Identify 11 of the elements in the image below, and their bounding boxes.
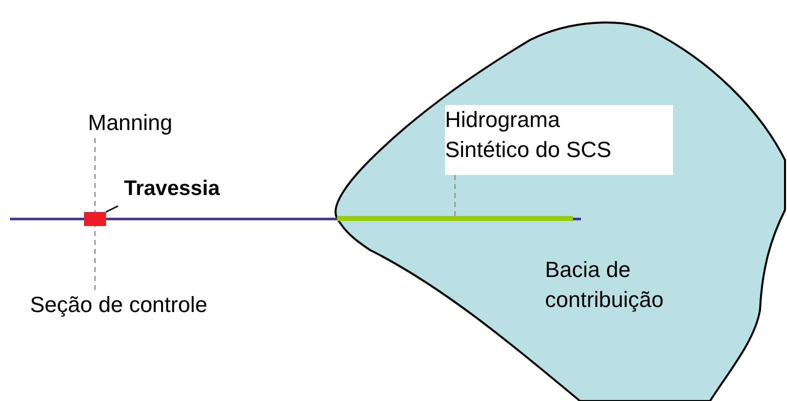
label-text: Seção de controle [30,291,208,319]
leader-line [106,205,118,213]
label-text: Travessia [123,176,221,202]
leader-line [94,138,96,212]
basin-label: Bacia de contribuição [545,256,665,314]
crossing-marker [84,212,106,226]
leader-line [94,226,96,290]
label-text: Manning [88,109,174,137]
label-box [445,105,673,175]
label-text: Hidrograma Sintético do SCS [445,106,612,164]
leader-line [454,175,456,216]
